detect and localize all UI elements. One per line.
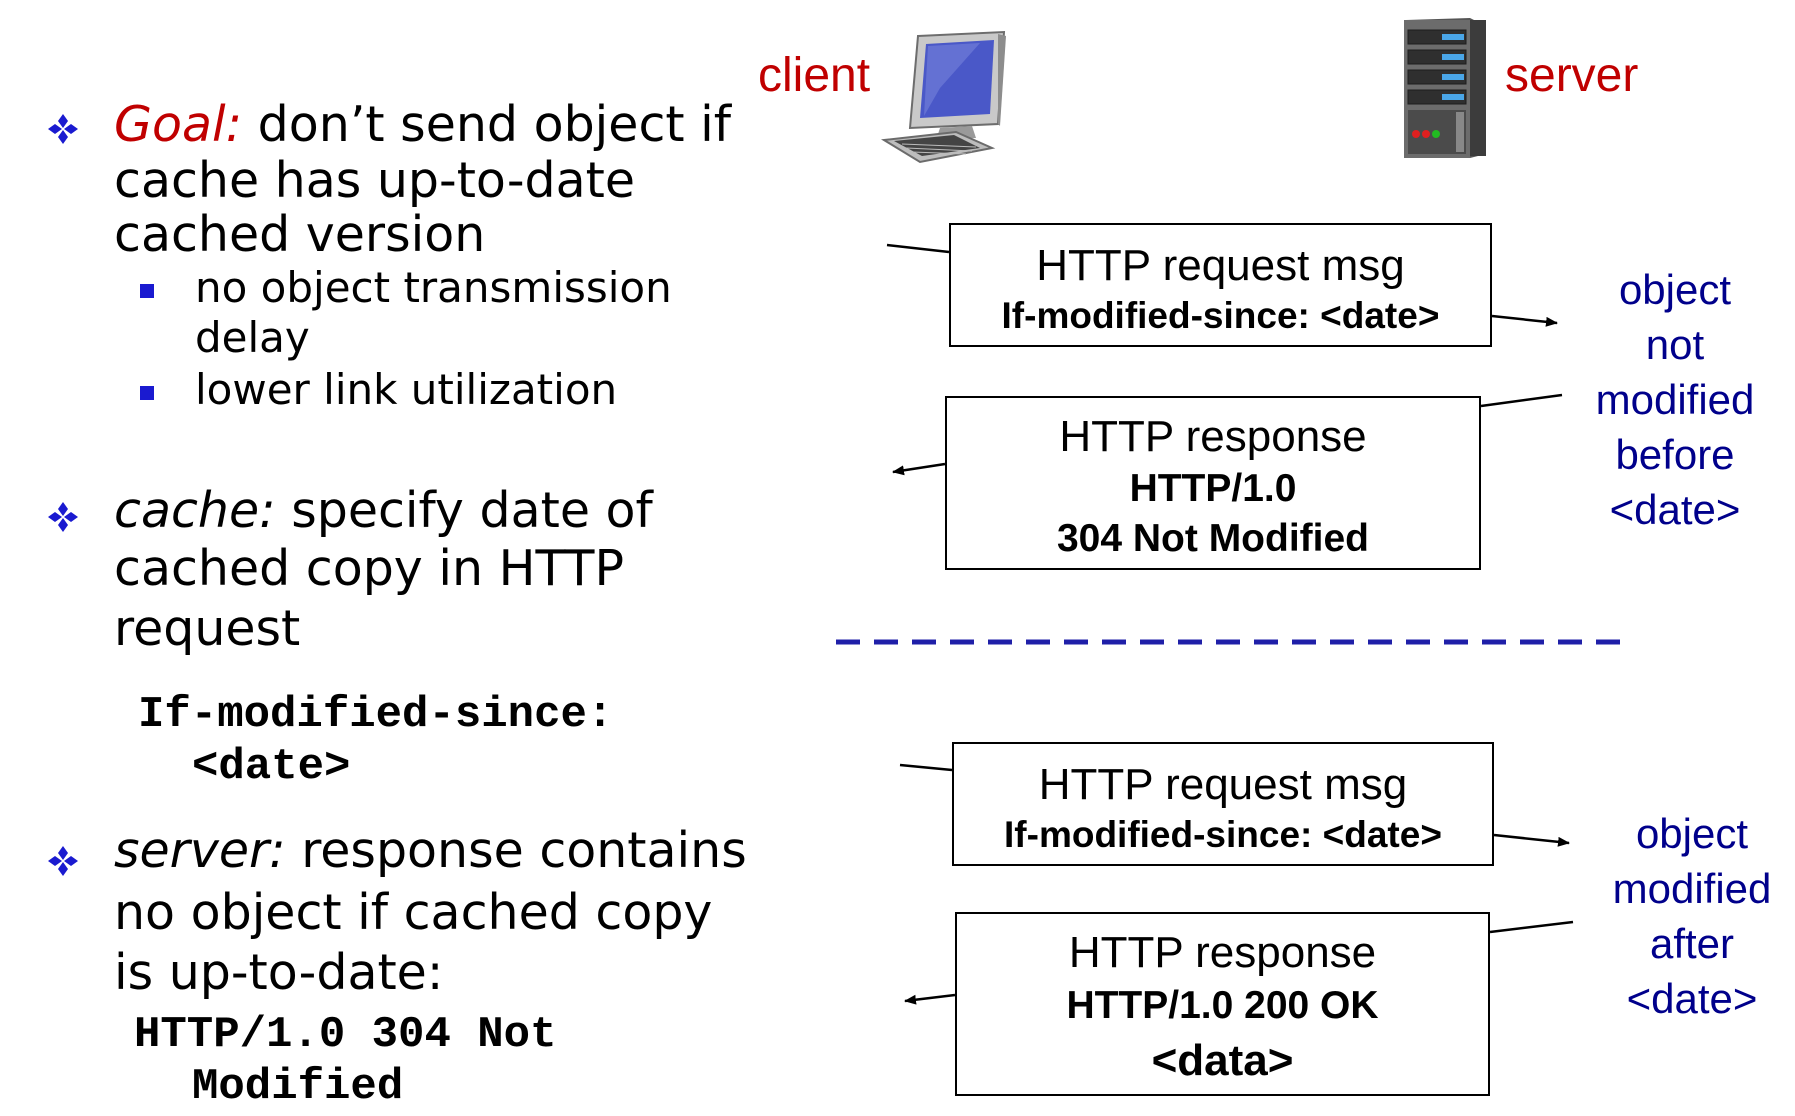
response-status-text: 304 Not Modified — [1056, 517, 1370, 560]
request-header: If-modified-since: <date> — [1001, 295, 1440, 336]
sub-bullet-2: lower link utilization — [195, 365, 618, 414]
sub-bullet-1-line1: no object transmission — [195, 263, 672, 312]
server-label: server — [1505, 49, 1639, 102]
response-data: <data> — [1151, 1036, 1294, 1085]
code-date: <date> — [192, 742, 351, 792]
diamond-bullet-icon — [48, 502, 78, 532]
sub-bullet-1-line2: delay — [195, 313, 310, 362]
code-modified: Modified — [192, 1062, 404, 1112]
code-if-modified-since: If-modified-since: — [138, 690, 614, 740]
response-status-line: HTTP/1.0 — [1129, 467, 1297, 510]
response-status-line: HTTP/1.0 200 OK — [1066, 984, 1379, 1027]
response-box-case1: HTTP response HTTP/1.0 304 Not Modified — [945, 396, 1481, 570]
server-keyword: server: — [114, 822, 286, 879]
diamond-bullet-icon — [48, 846, 78, 876]
server-tower-icon — [1404, 18, 1486, 158]
diamond-bullet-icon — [48, 114, 78, 144]
response-box-case2: HTTP response HTTP/1.0 200 OK <data> — [955, 912, 1490, 1096]
request-header: If-modified-since: <date> — [1004, 814, 1442, 855]
note-modified: object modified after <date> — [1612, 810, 1772, 1022]
goal-line3: cached version — [114, 206, 486, 263]
request-box-case2: HTTP request msg If-modified-since: <dat… — [952, 742, 1494, 866]
server-line2: no object if cached copy — [114, 884, 713, 941]
cache-line1: cache: specify date of — [114, 482, 653, 539]
square-bullet-icon — [140, 284, 154, 298]
client-label: client — [758, 49, 871, 102]
goal-line2: cache has up-to-date — [114, 152, 635, 209]
desktop-computer-icon — [880, 30, 1006, 164]
note-not-modified: object not modified before <date> — [1595, 266, 1755, 533]
server-line3: is up-to-date: — [114, 944, 444, 1001]
request-title: HTTP request msg — [1038, 760, 1408, 809]
goal-line1: Goal: don’t send object if — [114, 96, 732, 153]
code-http-304: HTTP/1.0 304 Not — [134, 1010, 557, 1060]
cache-line2: cached copy in HTTP — [114, 540, 625, 597]
square-bullet-icon — [140, 386, 154, 400]
request-title: HTTP request msg — [1036, 241, 1405, 290]
response-title: HTTP response — [1059, 412, 1367, 461]
cache-line3: request — [114, 600, 301, 657]
goal-keyword: Goal: — [114, 96, 243, 153]
response-title: HTTP response — [1068, 928, 1377, 977]
request-box-case1: HTTP request msg If-modified-since: <dat… — [949, 223, 1492, 347]
server-line1: server: response contains — [114, 822, 747, 879]
cache-keyword: cache: — [114, 482, 276, 539]
